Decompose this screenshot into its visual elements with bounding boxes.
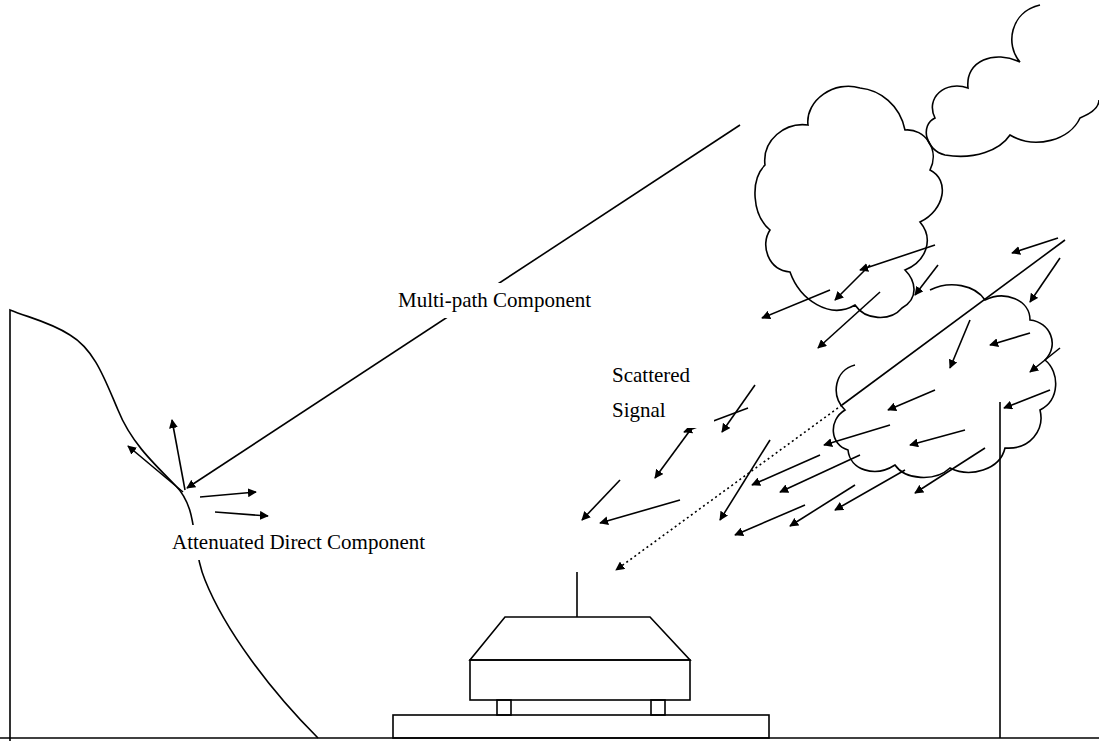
scatter-arrow	[888, 390, 935, 410]
cloud-outline	[833, 285, 1055, 478]
receiver-housing	[470, 660, 690, 700]
direct-ray	[842, 240, 1065, 405]
scatter-arrow	[722, 385, 755, 432]
scatter-arrow	[735, 505, 805, 535]
scatter-arrow	[752, 455, 820, 485]
scatter-arrow	[1030, 348, 1060, 372]
attenuated-ray	[616, 405, 842, 570]
scatter-arrow	[990, 333, 1030, 345]
scatter-arrow	[128, 446, 183, 492]
scatter-arrow	[1012, 238, 1058, 253]
scatter-arrow	[215, 512, 268, 516]
scatter-arrow	[824, 425, 890, 445]
scatter-arrow	[582, 480, 620, 520]
scatter-arrow	[910, 430, 965, 445]
scatter-arrow	[1030, 258, 1060, 302]
scatter-arrow	[835, 470, 905, 510]
scatter-arrow	[762, 290, 830, 318]
receiver-leg	[651, 700, 665, 715]
cloud-outline	[926, 5, 1099, 156]
scatter-arrow	[835, 265, 870, 300]
direct-label: Attenuated Direct Component	[170, 525, 427, 560]
antenna-dome	[470, 617, 690, 660]
scatter-arrow	[1004, 390, 1050, 408]
scattered-label: Scattered Signal	[610, 358, 714, 428]
multipath-ray	[187, 125, 740, 488]
building-wall	[999, 402, 1001, 738]
scatter-arrow	[915, 448, 985, 493]
scatter-arrow	[780, 455, 860, 492]
cloud-outline	[755, 86, 942, 317]
scatter-arrow	[860, 245, 935, 270]
scatter-arrow	[950, 320, 970, 368]
scatter-arrow	[172, 420, 185, 490]
scatter-arrow	[600, 500, 680, 523]
receiver-base	[393, 715, 769, 738]
scatter-arrow	[790, 485, 855, 526]
scatter-arrow	[200, 492, 256, 497]
multipath-label: Multi-path Component	[396, 283, 593, 318]
scatter-arrow	[915, 265, 938, 295]
scatter-arrow	[720, 440, 770, 520]
antenna-mast	[576, 572, 578, 617]
scatter-arrow	[818, 292, 880, 348]
receiver-leg	[497, 700, 511, 715]
